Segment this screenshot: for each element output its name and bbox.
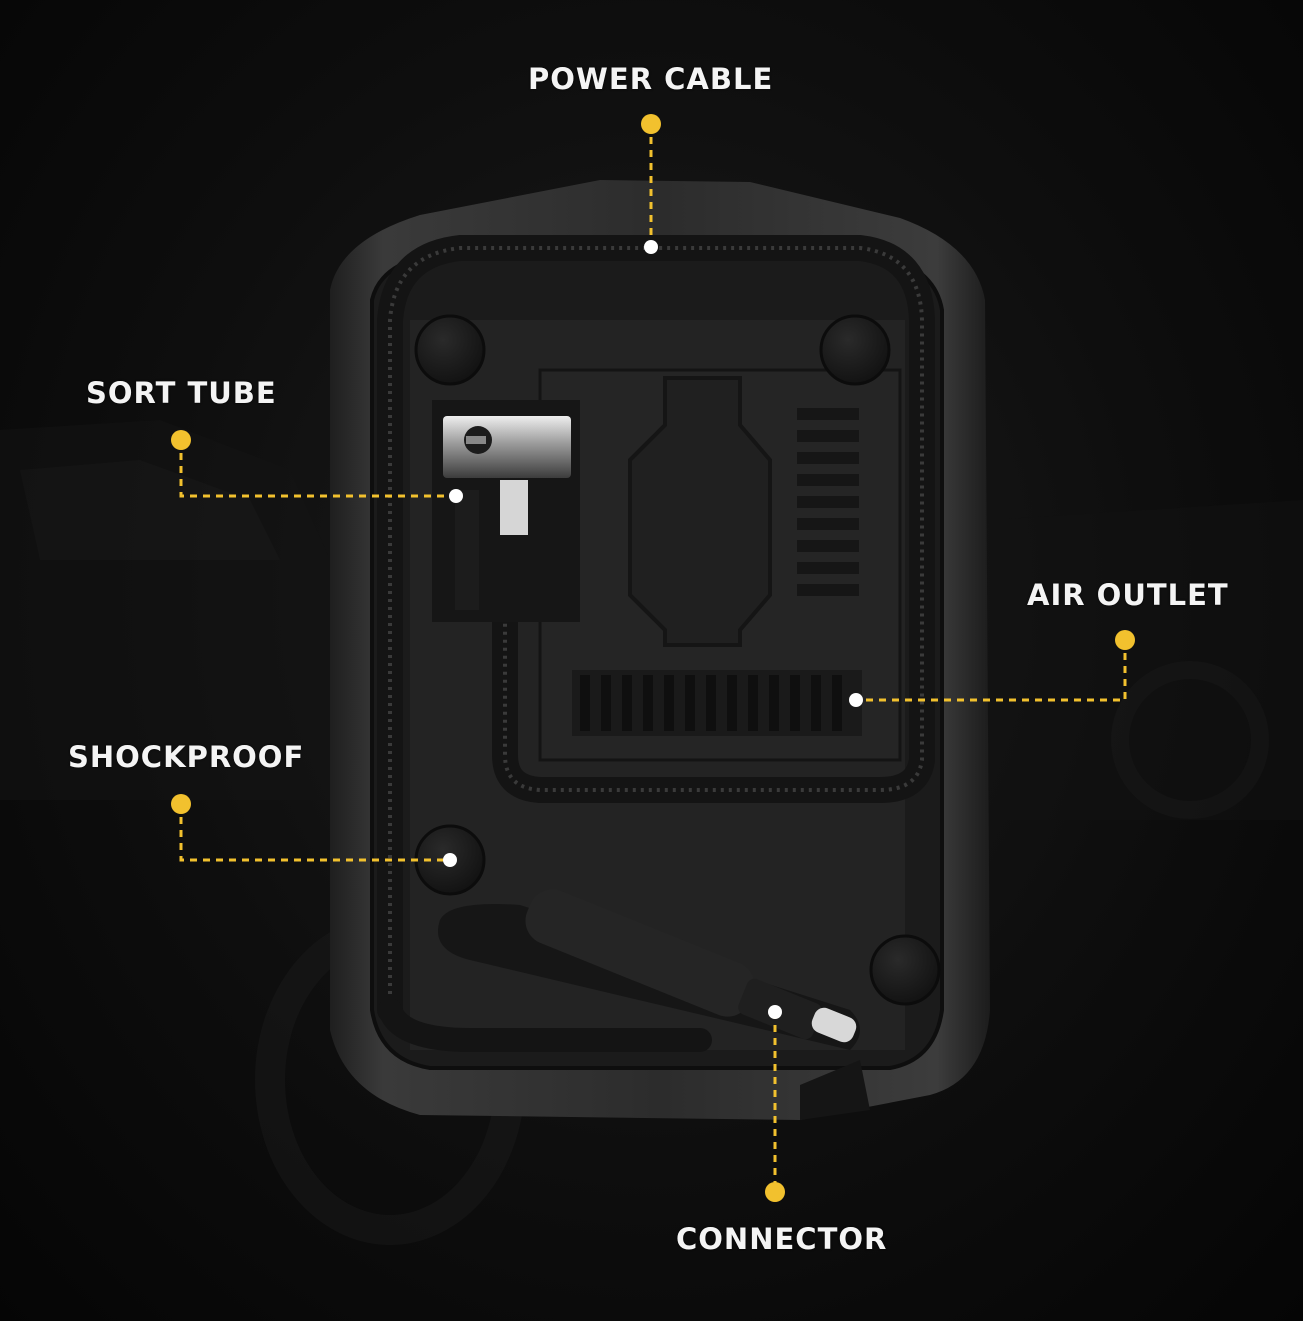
leader-air-outlet [856, 640, 1127, 702]
valve-chuck [432, 400, 580, 622]
label-shockproof: SHOCKPROOF [68, 740, 305, 774]
marker-sort-tube [449, 489, 463, 503]
leader-shockproof [179, 804, 450, 862]
label-power-cable: POWER CABLE [528, 62, 774, 96]
rubber-foot-top-left [414, 314, 486, 386]
callout-leaders [179, 124, 1127, 1192]
marker-power-cable [644, 240, 658, 254]
cigarette-plug [438, 889, 870, 1120]
dot-air-outlet [1115, 630, 1135, 650]
target-markers [443, 240, 863, 1019]
background-car [0, 420, 1303, 1245]
rubber-foot-bottom-right [869, 934, 941, 1006]
label-sort-tube: SORT TUBE [86, 376, 277, 410]
marker-connector [768, 1005, 782, 1019]
marker-air-outlet [849, 693, 863, 707]
dot-shockproof [171, 794, 191, 814]
vent-slats [797, 408, 859, 596]
callout-dots [171, 114, 1135, 1202]
dot-connector [765, 1182, 785, 1202]
dot-sort-tube [171, 430, 191, 450]
marker-shockproof [443, 853, 457, 867]
compressor-body [330, 180, 990, 1120]
label-air-outlet: AIR OUTLET [1027, 578, 1229, 612]
label-connector: CONNECTOR [676, 1222, 888, 1256]
dot-power-cable [641, 114, 661, 134]
air-outlet-grille [572, 670, 862, 736]
rubber-foot-top-right [819, 314, 891, 386]
leader-sort-tube [179, 440, 456, 498]
